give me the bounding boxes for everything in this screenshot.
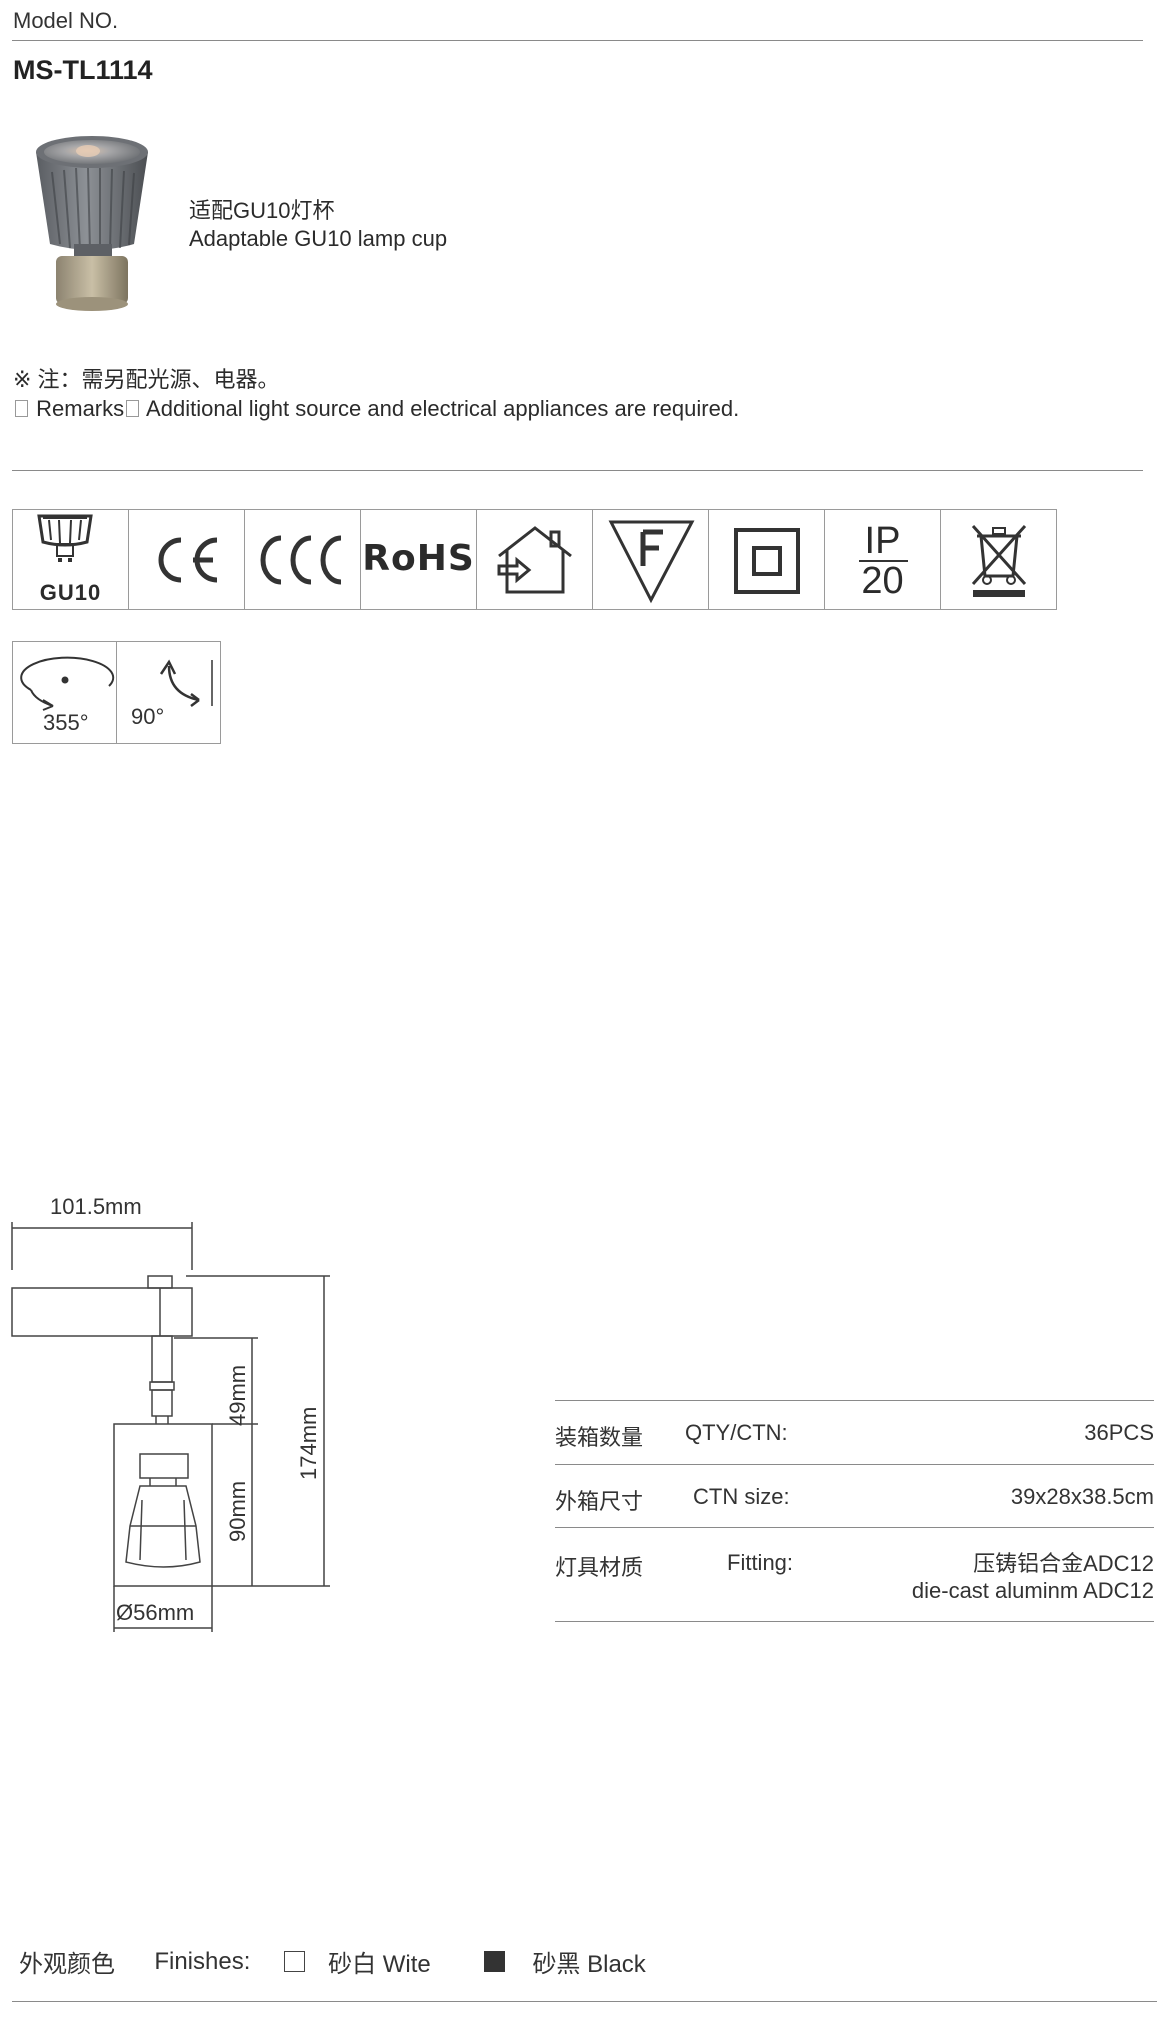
missing-glyph-box [126, 400, 140, 417]
weee-bin-icon [940, 509, 1057, 610]
ip20-icon: IP 20 [824, 509, 941, 610]
spec-value: 压铸铝合金ADC12 [973, 1551, 1154, 1576]
spec-row-fitting: 灯具材质 Fitting: 压铸铝合金ADC12 die-cast alumin… [555, 1546, 1154, 1618]
ccc-icon [244, 509, 361, 610]
note-en: Remarks Additional light source and elec… [13, 396, 739, 422]
note-remarks-text: Additional light source and electrical a… [146, 396, 740, 421]
spec-label-en: CTN size: [693, 1484, 790, 1509]
vertical-rotation-value: 90° [131, 704, 165, 729]
finishes-label-en: Finishes: [154, 1947, 251, 1975]
footer-rule [12, 2001, 1157, 2002]
spec-rule [555, 1464, 1154, 1465]
rohs-label: RoHS [362, 538, 475, 579]
spec-row-ctn-size: 外箱尺寸 CTN size: 39x28x38.5cm [555, 1484, 1154, 1524]
section-rule [12, 470, 1143, 471]
lamp-caption-en: Adaptable GU10 lamp cup [189, 226, 448, 251]
certification-row: GU10 RoHS [12, 509, 1057, 610]
spec-label-en: QTY/CTN: [685, 1420, 788, 1445]
spec-label-en: Fitting: [727, 1550, 794, 1575]
head-dimension: 90mm [225, 1481, 250, 1542]
horizontal-rotation-value: 355° [43, 710, 89, 735]
spec-value: 36PCS [1084, 1420, 1154, 1445]
lamp-caption-zh: 适配GU10灯杯 [189, 198, 335, 223]
f-mark-icon [592, 509, 709, 610]
spec-label-zh: 灯具材质 [555, 1555, 644, 1580]
dimension-drawing: 101.5mm 49mm 90mm 174mm Ø56mm [11, 1194, 330, 1632]
note-remarks-label: Remarks [36, 396, 125, 421]
class-ii-icon [708, 509, 825, 610]
model-label: Model NO. [13, 8, 119, 33]
diameter-dimension: Ø56mm [116, 1600, 194, 1625]
total-height-dimension: 174mm [296, 1407, 321, 1480]
ip-rating-value: 20 [861, 560, 904, 602]
rotation-row: 355° 90° [12, 641, 221, 744]
indoor-use-icon [476, 509, 593, 610]
missing-glyph-box [15, 400, 28, 417]
finishes-row: 外观颜色 Finishes: 砂白 Wite 砂黑 Black [19, 1944, 646, 1979]
spec-rule-top [555, 1400, 1154, 1401]
spec-label-zh: 外箱尺寸 [555, 1489, 644, 1514]
spec-value: 39x28x38.5cm [1010, 1484, 1154, 1509]
black-swatch [484, 1951, 506, 1972]
spec-rule-bottom [555, 1621, 1154, 1622]
note-zh: ※ 注：需另配光源、电器。 [13, 367, 280, 392]
finishes-label-zh: 外观颜色 [19, 1951, 115, 1978]
ip-label: IP [864, 520, 901, 562]
vertical-rotation-icon: 90° [116, 641, 221, 744]
gu10-label: GU10 [39, 580, 102, 605]
finish-black-label: 砂黑 Black [532, 1951, 646, 1978]
arm-dimension: 49mm [225, 1365, 250, 1426]
spec-value-en: die-cast aluminm ADC12 [911, 1578, 1154, 1603]
spec-rule [555, 1527, 1154, 1528]
white-swatch [283, 1951, 305, 1972]
lamp-photo [30, 132, 155, 322]
ce-icon [128, 509, 245, 610]
spec-row-qty: 装箱数量 QTY/CTN: 36PCS [555, 1420, 1154, 1460]
width-dimension: 101.5mm [50, 1194, 142, 1219]
model-number: MS-TL1114 [13, 55, 153, 85]
spec-label-zh: 装箱数量 [555, 1425, 644, 1450]
rohs-icon: RoHS [360, 509, 477, 610]
horizontal-rotation-icon: 355° [12, 641, 117, 744]
finish-white-label: 砂白 Wite [328, 1951, 431, 1978]
header-rule [12, 40, 1143, 41]
gu10-icon: GU10 [12, 509, 129, 610]
